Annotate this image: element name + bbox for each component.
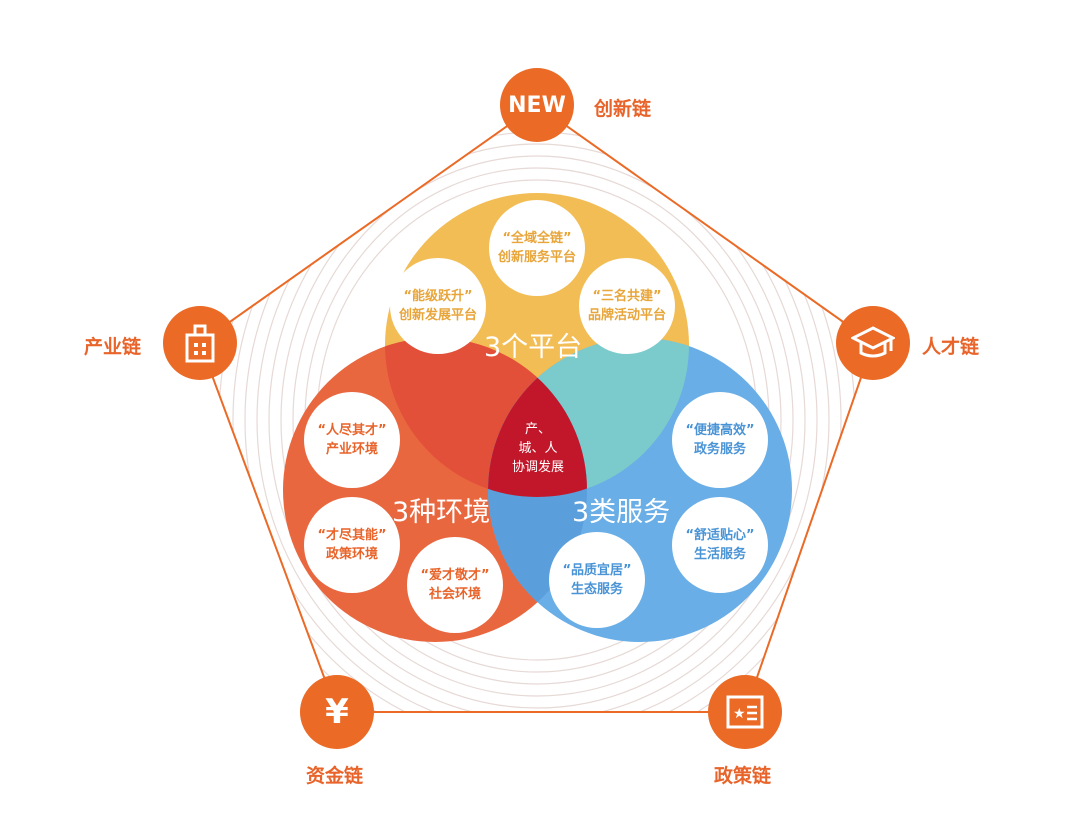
capital-chain-label: 资金链	[306, 765, 364, 787]
environment-quote: “人尽其才”	[317, 423, 387, 438]
service-bubble: “品质宜居” 生态服务	[549, 532, 645, 628]
platform-quote: “全域全链”	[502, 231, 572, 246]
services-title: 3类服务	[572, 497, 671, 528]
policy-chain-label: 政策链	[714, 765, 772, 787]
core-overlap	[488, 338, 587, 497]
building-icon	[185, 324, 215, 363]
environment-name: 社会环境	[428, 587, 481, 602]
platforms-title: 3个平台	[484, 332, 583, 363]
platform-name: 品牌活动平台	[587, 308, 666, 323]
environment-bubble: “人尽其才” 产业环境	[304, 392, 400, 488]
environment-quote: “爱才敬才”	[420, 568, 490, 583]
platform-name: 创新发展平台	[398, 308, 477, 323]
service-bubble: “舒适贴心” 生活服务	[672, 497, 768, 593]
platform-quote: “能级跃升”	[403, 289, 473, 304]
environment-name: 产业环境	[325, 442, 378, 457]
core-line: 城、人	[518, 441, 558, 456]
policy-node: ★	[708, 675, 782, 749]
innovation-node: NEW	[500, 68, 574, 142]
service-bubble: “便捷高效” 政务服务	[672, 392, 768, 488]
environment-quote: “才尽其能”	[317, 528, 387, 543]
core-line: 产、	[524, 422, 551, 437]
platform-name: 创新服务平台	[497, 250, 576, 265]
platform-bubble: “全域全链” 创新服务平台	[489, 200, 585, 296]
graduation-cap-icon	[851, 326, 895, 358]
platform-bubble: “三名共建” 品牌活动平台	[579, 258, 675, 354]
platform-quote: “三名共建”	[592, 289, 662, 304]
innovation-chain-label: 创新链	[594, 98, 652, 120]
document-star-icon: ★	[726, 695, 764, 729]
environment-bubble: “爱才敬才” 社会环境	[407, 537, 503, 633]
service-quote: “品质宜居”	[562, 563, 632, 578]
environment-name: 政策环境	[325, 547, 378, 562]
core-line: 协调发展	[511, 460, 564, 475]
platform-bubble: “能级跃升” 创新发展平台	[390, 258, 486, 354]
environment-bubble: “才尽其能” 政策环境	[304, 497, 400, 593]
industry-chain-label: 产业链	[84, 336, 142, 358]
talent-node	[836, 306, 910, 380]
pentagon-outline	[198, 103, 875, 713]
core-label: 产、 城、人 协调发展	[500, 420, 576, 477]
talent-chain-label: 人才链	[922, 336, 980, 358]
service-name: 生态服务	[570, 582, 623, 597]
svg-text:★: ★	[733, 706, 746, 722]
service-quote: “便捷高效”	[685, 423, 755, 438]
service-name: 生活服务	[693, 547, 746, 562]
industry-node	[163, 306, 237, 380]
new-icon: NEW	[508, 92, 566, 118]
capital-node: ¥	[300, 675, 374, 749]
service-quote: “舒适贴心”	[685, 528, 755, 543]
environments-title: 3种环境	[392, 497, 491, 528]
yuan-icon: ¥	[325, 692, 349, 732]
service-name: 政务服务	[693, 442, 746, 457]
